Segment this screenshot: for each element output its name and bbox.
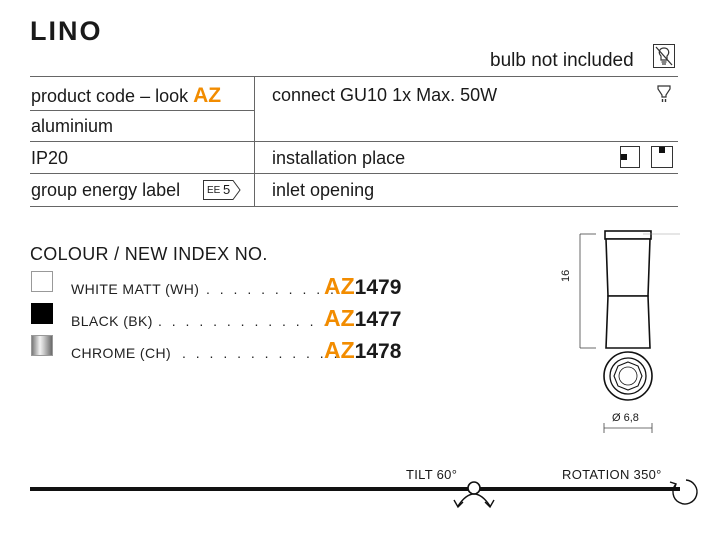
product-title: LINO bbox=[30, 16, 103, 46]
connect-cell: connect GU10 1x Max. 50W bbox=[272, 85, 498, 105]
table-divider bbox=[254, 76, 255, 206]
material-cell: aluminium bbox=[31, 116, 114, 136]
bulb-not-included-icon bbox=[653, 44, 675, 68]
height-dimension-label: 16 bbox=[560, 269, 572, 282]
colour-code-chrome: AZ1478 bbox=[324, 337, 401, 364]
wall-mount-icon bbox=[620, 146, 640, 168]
colour-code-number: 1479 bbox=[354, 276, 402, 299]
rotation-label: ROTATION 350° bbox=[562, 467, 662, 482]
gu10-bulb-icon bbox=[657, 85, 671, 102]
rotation-icon bbox=[669, 479, 698, 505]
colour-name-chrome: CHROME (CH) bbox=[71, 345, 172, 361]
tilt-icon bbox=[453, 481, 495, 509]
diameter-label: Ø 6,8 bbox=[612, 412, 639, 424]
table-rule-bottom bbox=[30, 206, 678, 207]
colour-code-black: AZ1477 bbox=[324, 305, 401, 332]
technical-drawing bbox=[579, 230, 680, 433]
colour-code-prefix: AZ bbox=[324, 273, 355, 299]
swatch-chrome bbox=[31, 335, 53, 356]
inlet-cell: inlet opening bbox=[272, 180, 375, 200]
energy-badge-value: 5 bbox=[223, 182, 231, 197]
ip-rating-cell: IP20 bbox=[31, 148, 69, 168]
table-rule-top bbox=[30, 76, 678, 77]
swatch-white bbox=[31, 271, 53, 292]
bulb-note: bulb not included bbox=[490, 50, 634, 71]
colour-dots-white: . . . . . . . . . . bbox=[206, 281, 337, 297]
colour-code-white: AZ1479 bbox=[324, 273, 401, 300]
energy-badge-prefix: EE bbox=[207, 185, 221, 196]
tilt-label: TILT 60° bbox=[406, 467, 458, 482]
colour-code-number: 1478 bbox=[354, 340, 402, 363]
energy-badge-icon bbox=[203, 180, 241, 200]
table-rule-3 bbox=[30, 173, 678, 174]
colour-name-white: WHITE MATT (WH) bbox=[71, 281, 200, 297]
colour-section-title: COLOUR / NEW INDEX NO. bbox=[30, 244, 268, 264]
feature-baseline bbox=[30, 487, 680, 491]
table-rule-1 bbox=[30, 110, 254, 111]
colour-code-prefix: AZ bbox=[324, 337, 355, 363]
colour-code-prefix: AZ bbox=[324, 305, 355, 331]
table-rule-2 bbox=[30, 141, 678, 142]
colour-dots-chrome: . . . . . . . . . . . . bbox=[182, 345, 341, 361]
colour-dots-black: . . . . . . . . . . . . . bbox=[158, 313, 331, 329]
installation-cell: installation place bbox=[272, 148, 406, 168]
ceiling-mount-icon bbox=[651, 146, 673, 168]
colour-code-number: 1477 bbox=[354, 308, 402, 331]
energy-label-cell: group energy label bbox=[31, 180, 181, 200]
product-code-cell: product code – look AZ bbox=[31, 84, 221, 108]
product-code-label: product code – look bbox=[31, 86, 189, 106]
product-code-brand: AZ bbox=[193, 84, 222, 107]
swatch-black bbox=[31, 303, 53, 324]
colour-name-black: BLACK (BK) bbox=[71, 313, 153, 329]
